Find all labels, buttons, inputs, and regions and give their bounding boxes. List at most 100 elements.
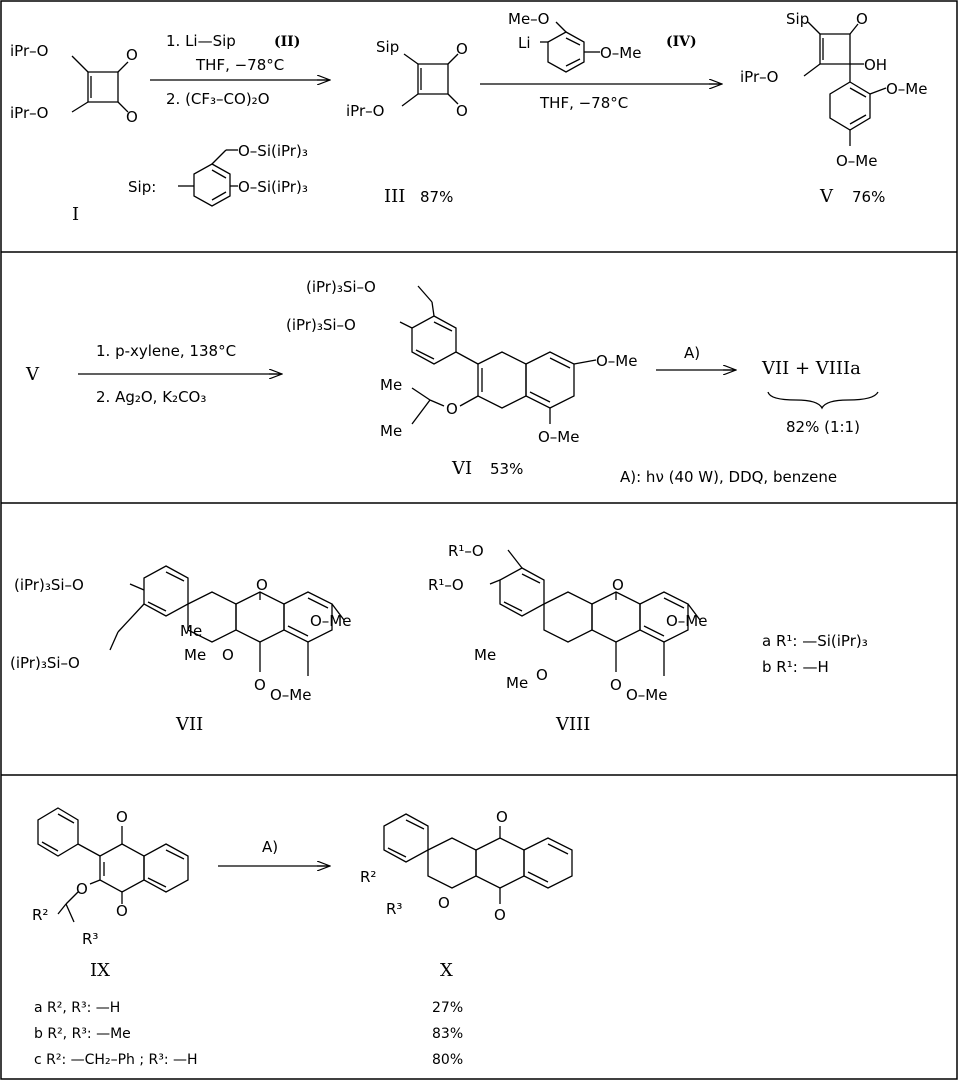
step1-line3: 2. (CF₃–CO)₂O bbox=[166, 90, 270, 108]
compound-IX-quinone-ring bbox=[99, 843, 145, 893]
compound-III-oxo2: O bbox=[456, 102, 468, 120]
compound-VIII-ring-a bbox=[499, 567, 545, 617]
compound-VIII-oxo2: O bbox=[610, 676, 622, 694]
compound-X-r2: R² bbox=[360, 868, 376, 886]
cyclobutenone-ring-V bbox=[819, 33, 851, 65]
compound-X-ring-c bbox=[475, 837, 525, 889]
sip-sub1: O–Si(iPr)₃ bbox=[238, 142, 308, 160]
compound-VI-ome2: O–Me bbox=[538, 428, 579, 446]
compound-IX: O O O R² R³ IX bbox=[32, 807, 189, 981]
step1-reagent-tag: (II) bbox=[274, 34, 300, 50]
compound-VII-ome1: O–Me bbox=[310, 612, 351, 630]
compound-VIII-o-ring: O bbox=[536, 666, 548, 684]
sip-prefix: Sip: bbox=[128, 178, 156, 196]
compound-V-ome2: O–Me bbox=[836, 152, 877, 170]
table-row-a-sub: a R², R³: —H bbox=[34, 1000, 120, 1016]
compound-VIII-ome1: O–Me bbox=[666, 612, 707, 630]
compound-III-oxo1: O bbox=[456, 40, 468, 58]
compound-I-oxo2: O bbox=[126, 108, 138, 126]
compound-III: Sip iPr–O O O III 87% bbox=[346, 38, 468, 207]
compound-IX-oxo2: O bbox=[116, 902, 128, 920]
compound-III-yield: 87% bbox=[420, 188, 453, 206]
compound-V-sub: iPr–O bbox=[740, 68, 778, 86]
compound-III-label: III bbox=[384, 186, 405, 207]
compound-VII-sub1: (iPr)₃Si–O bbox=[14, 576, 84, 594]
compound-VI-label: VI bbox=[451, 458, 472, 479]
compound-VIII-ome2: O–Me bbox=[626, 686, 667, 704]
r1-def-a: a R¹: —Si(iPr)₃ bbox=[762, 632, 868, 650]
compound-VII-me1: Me bbox=[180, 622, 202, 640]
step1-line2: THF, −78°C bbox=[195, 56, 284, 74]
compound-VI-me1: Me bbox=[380, 376, 402, 394]
table-row-a-yield: 27% bbox=[432, 1000, 463, 1016]
compound-VI-o: O bbox=[446, 400, 458, 418]
compound-IX-oxo1: O bbox=[116, 808, 128, 826]
compound-VII-o-ring: O bbox=[222, 646, 234, 664]
compound-X-r3: R³ bbox=[386, 900, 402, 918]
sip-definition: Sip: O–Si(iPr)₃ O–Si(iPr)₃ bbox=[128, 142, 308, 207]
step5-label: A) bbox=[262, 838, 278, 856]
compound-I-sub2: iPr–O bbox=[10, 104, 48, 122]
step3-line1: 1. p-xylene, 138°C bbox=[96, 342, 236, 360]
compound-VIII-sub1: R¹–O bbox=[448, 542, 484, 560]
step3-line2: 2. Ag₂O, K₂CO₃ bbox=[96, 388, 206, 406]
compound-X-o-ring: O bbox=[438, 894, 450, 912]
compound-VIII-me1: Me bbox=[474, 646, 496, 664]
compound-V: Sip O iPr–O OH O–Me O–Me V 76% bbox=[740, 10, 927, 207]
reagent-IV-meo: Me–O bbox=[508, 10, 549, 28]
compound-I-oxo1: O bbox=[126, 46, 138, 64]
products-VII-VIIIa: VII + VIIIa bbox=[761, 358, 861, 379]
table-row-b-yield: 83% bbox=[432, 1026, 463, 1042]
compound-X-label: X bbox=[440, 960, 453, 981]
compound-VII-ring-a bbox=[143, 565, 189, 617]
compound-X: O O R² R³ O X bbox=[360, 808, 573, 981]
compound-VII-ome2: O–Me bbox=[270, 686, 311, 704]
product-brace bbox=[767, 391, 879, 410]
compound-VIII-ring-d bbox=[639, 591, 689, 643]
compound-VIII-ring-b bbox=[543, 591, 593, 643]
compound-X-oxo2: O bbox=[494, 906, 506, 924]
sip-benzene-ring bbox=[193, 163, 231, 207]
compound-V-aryl-ring bbox=[829, 81, 871, 131]
sip-sub2: O–Si(iPr)₃ bbox=[238, 178, 308, 196]
table-row-c-sub: c R²: —CH₂–Ph ; R³: —H bbox=[34, 1052, 198, 1068]
compound-VII: (iPr)₃Si–O (iPr)₃Si–O O O Me Me O O–Me O… bbox=[10, 565, 351, 735]
compound-X-ring-a bbox=[383, 813, 429, 863]
squarate-ring-III bbox=[417, 63, 449, 95]
compound-VII-label: VII bbox=[175, 714, 203, 735]
compound-IX-benzo-ring bbox=[143, 843, 189, 893]
row2-start-V: V bbox=[25, 364, 40, 385]
substituent-yield-table: a R², R³: —H 27% b R², R³: —Me 83% c R²:… bbox=[34, 1000, 463, 1068]
compound-VIII-sub2: R¹–O bbox=[428, 576, 464, 594]
compound-VII-sub2: (iPr)₃Si–O bbox=[10, 654, 80, 672]
table-row-b-sub: b R², R³: —Me bbox=[34, 1026, 131, 1042]
compound-V-sip: Sip bbox=[786, 10, 809, 28]
compound-VI-benzo-ring bbox=[525, 351, 575, 409]
reagent-IV-li: Li bbox=[518, 34, 531, 52]
compound-VI-ome1: O–Me bbox=[596, 352, 637, 370]
compound-VI-dihydro-ring bbox=[477, 351, 527, 409]
condition-note: A): hν (40 W), DDQ, benzene bbox=[620, 468, 837, 486]
r1-def-b: b R¹: —H bbox=[762, 658, 829, 676]
compound-I-label: I bbox=[72, 204, 79, 225]
compound-V-yield: 76% bbox=[852, 188, 885, 206]
compound-VI-yield: 53% bbox=[490, 460, 523, 478]
reagent-IV-ome: O–Me bbox=[600, 44, 641, 62]
table-row-c-yield: 80% bbox=[432, 1052, 463, 1068]
compound-VIII-oxo1: O bbox=[612, 576, 624, 594]
compound-VII-oxo1: O bbox=[256, 576, 268, 594]
compound-I: iPr–O iPr–O O O I bbox=[10, 42, 138, 225]
compound-V-label: V bbox=[819, 186, 834, 207]
compound-I-sub1: iPr–O bbox=[10, 42, 48, 60]
compound-IX-o: O bbox=[76, 880, 88, 898]
compound-VI-aryl-ring bbox=[411, 315, 457, 365]
reagent-IV: Me–O Li O–Me (IV) bbox=[508, 10, 697, 73]
product-yield: 82% (1:1) bbox=[786, 418, 860, 436]
compound-IX-r2: R² bbox=[32, 906, 48, 924]
compound-IX-label: IX bbox=[90, 960, 110, 981]
step4-label: A) bbox=[684, 344, 700, 362]
compound-VII-me2: Me bbox=[184, 646, 206, 664]
compound-VIII-me2: Me bbox=[506, 674, 528, 692]
